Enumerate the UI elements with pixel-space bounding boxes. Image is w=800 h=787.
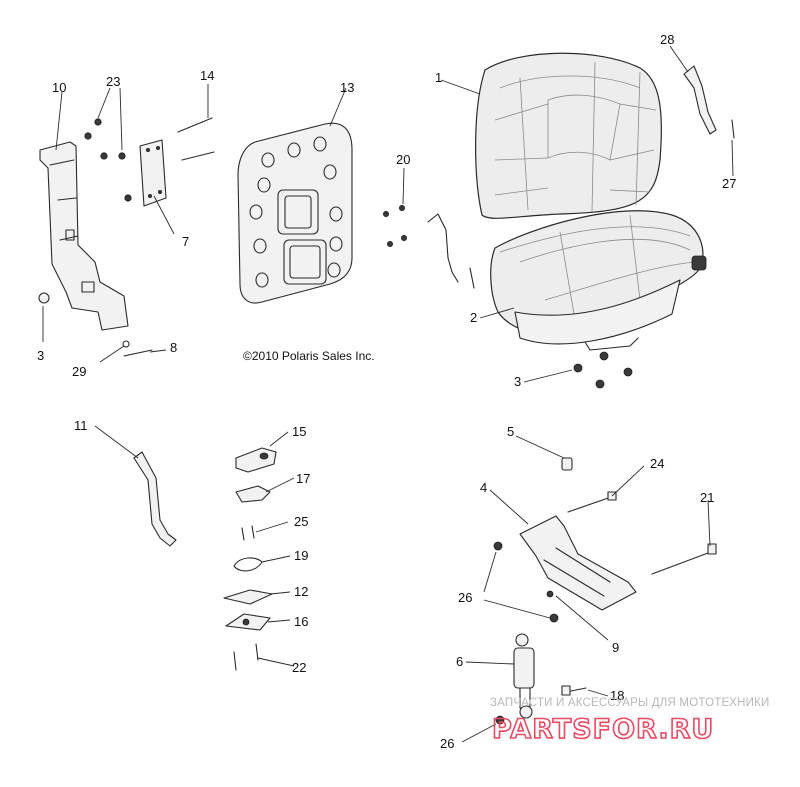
bolt-18 xyxy=(561,685,587,696)
bolts-14 xyxy=(177,117,215,161)
callout-15: 15 xyxy=(292,424,306,439)
callout-26-upper: 26 xyxy=(458,590,472,605)
bolts-20 xyxy=(382,204,407,247)
callout-3-seat: 3 xyxy=(514,374,521,389)
callout-16: 16 xyxy=(294,614,308,629)
seat-back xyxy=(475,52,662,219)
watermark: ЗАПЧАСТИ И АКСЕССУАРЫ ДЛЯ МОТОТЕХНИКИ PA… xyxy=(490,697,770,746)
callout-3-left: 3 xyxy=(37,348,44,363)
nut-3-left xyxy=(38,292,50,304)
leader-lines xyxy=(42,45,734,743)
callout-1: 1 xyxy=(435,70,442,85)
bolt-21 xyxy=(651,543,717,575)
plate-12 xyxy=(223,589,273,605)
callout-8: 8 xyxy=(170,340,177,355)
callout-18: 18 xyxy=(610,688,624,703)
nuts-3-seat xyxy=(573,351,633,389)
callout-25: 25 xyxy=(294,514,308,529)
callout-12: 12 xyxy=(294,584,308,599)
strap-11 xyxy=(133,451,177,547)
copyright-notice: ©2010 Polaris Sales Inc. xyxy=(243,349,375,363)
callout-labels: 1 2 3 3 4 5 6 7 8 9 10 11 12 13 14 15 16… xyxy=(37,32,736,751)
callout-7: 7 xyxy=(182,234,189,249)
callout-11: 11 xyxy=(74,418,88,433)
latch-17 xyxy=(235,485,271,503)
seat-bottom-cushion xyxy=(490,210,707,351)
callout-17: 17 xyxy=(296,471,310,486)
bolt-24 xyxy=(567,491,617,513)
callout-28: 28 xyxy=(660,32,674,47)
callout-2: 2 xyxy=(470,310,477,325)
catch-16 xyxy=(225,613,271,631)
latch-handle-15 xyxy=(235,447,277,473)
bolt-9 xyxy=(546,590,554,598)
nuts-23 xyxy=(84,118,132,202)
callout-13: 13 xyxy=(340,80,354,95)
callout-22: 22 xyxy=(292,660,306,675)
callout-23: 23 xyxy=(106,74,120,89)
pins-25 xyxy=(241,525,255,541)
callout-6: 6 xyxy=(456,654,463,669)
pin-27 xyxy=(731,119,735,139)
callout-29: 29 xyxy=(72,364,86,379)
mount-bracket xyxy=(39,141,129,331)
callout-24: 24 xyxy=(650,456,664,471)
strap-28 xyxy=(683,65,717,135)
shock-6 xyxy=(513,633,535,719)
seat-pan xyxy=(237,122,353,304)
callout-5: 5 xyxy=(507,424,514,439)
callout-27: 27 xyxy=(722,176,736,191)
callout-26-lower: 26 xyxy=(440,736,454,751)
callout-19: 19 xyxy=(294,548,308,563)
mount-plate xyxy=(139,139,167,207)
bolt-5 xyxy=(561,457,573,471)
slider-bracket-4 xyxy=(519,515,637,611)
callout-21: 21 xyxy=(700,490,714,505)
screws-22 xyxy=(233,643,259,671)
callout-14: 14 xyxy=(200,68,214,83)
callout-9: 9 xyxy=(612,640,619,655)
latch-strap xyxy=(427,213,475,289)
callout-4: 4 xyxy=(480,480,487,495)
watermark-subtitle: ЗАПЧАСТИ И АКСЕССУАРЫ ДЛЯ МОТОТЕХНИКИ xyxy=(490,697,770,709)
spring-19 xyxy=(233,557,263,572)
callout-10: 10 xyxy=(52,80,66,95)
callout-20: 20 xyxy=(396,152,410,167)
washer-29-bolt-8 xyxy=(122,340,153,357)
watermark-brand: PARTSFOR.RU xyxy=(492,714,714,745)
